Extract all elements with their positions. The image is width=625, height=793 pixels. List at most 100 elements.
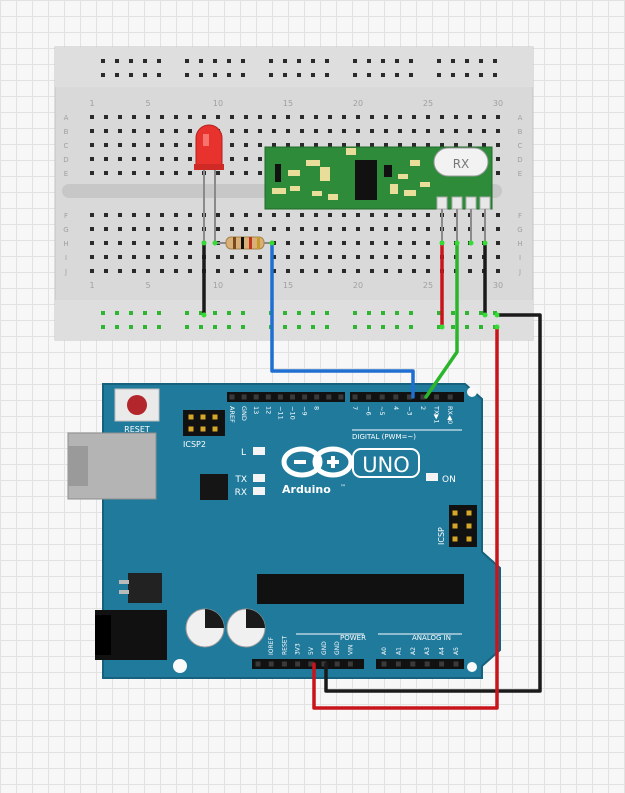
- breadboard-hole: [146, 129, 150, 133]
- breadboard-hole: [90, 171, 94, 175]
- pin-socket[interactable]: [302, 394, 308, 400]
- pin-socket[interactable]: [334, 661, 340, 667]
- breadboard-hole: [272, 255, 276, 259]
- pin-socket[interactable]: [308, 661, 314, 667]
- pin-socket[interactable]: [381, 661, 387, 667]
- breadboard-hole: [160, 269, 164, 273]
- pin-socket[interactable]: [326, 394, 332, 400]
- breadboard-hole: [300, 115, 304, 119]
- pin-socket[interactable]: [424, 661, 430, 667]
- pin-socket[interactable]: [453, 661, 459, 667]
- wire-blue-signal[interactable]: [270, 241, 415, 399]
- pin-socket[interactable]: [253, 394, 259, 400]
- analog-header: [376, 659, 464, 669]
- breadboard-hole: [356, 213, 360, 217]
- pin-socket[interactable]: [434, 394, 440, 400]
- breadboard-hole: [241, 325, 245, 329]
- uno-badge: [352, 448, 420, 478]
- breadboard-hole: [258, 213, 262, 217]
- pin-socket[interactable]: [295, 661, 301, 667]
- breadboard-hole: [342, 227, 346, 231]
- usb-chip: [200, 474, 228, 500]
- breadboard-hole: [188, 129, 192, 133]
- breadboard-hole: [370, 213, 374, 217]
- pin-socket[interactable]: [277, 394, 283, 400]
- icsp-pin: [452, 523, 458, 529]
- breadboard-hole: [384, 255, 388, 259]
- reset-button[interactable]: [114, 388, 160, 422]
- pin-socket[interactable]: [241, 394, 247, 400]
- pin-socket[interactable]: [347, 661, 353, 667]
- breadboard-hole: [132, 115, 136, 119]
- breadboard-hole: [409, 325, 413, 329]
- breadboard-hole: [129, 59, 133, 63]
- pin-socket[interactable]: [229, 394, 235, 400]
- pin-socket[interactable]: [447, 394, 453, 400]
- breadboard-hole: [185, 325, 189, 329]
- breadboard-hole: [174, 269, 178, 273]
- breadboard-hole: [101, 59, 105, 63]
- breadboard-hole: [412, 143, 416, 147]
- pin-socket[interactable]: [439, 661, 445, 667]
- breadboard-hole: [437, 325, 441, 329]
- breadboard-hole: [300, 241, 304, 245]
- breadboard-hole: [286, 213, 290, 217]
- breadboard-hole: [160, 157, 164, 161]
- power-pin-label: 5V: [308, 646, 315, 655]
- pin-socket[interactable]: [395, 661, 401, 667]
- breadboard-hole: [188, 171, 192, 175]
- breadboard-hole: [104, 269, 108, 273]
- breadboard-hole: [244, 157, 248, 161]
- breadboard-hole: [493, 59, 497, 63]
- pin-socket[interactable]: [290, 394, 295, 400]
- breadboard-hole: [300, 213, 304, 217]
- breadboard-hole: [314, 115, 318, 119]
- rf-crystal: [433, 147, 489, 177]
- breadboard-hole: [311, 73, 315, 77]
- breadboard-hole: [244, 255, 248, 259]
- pin-socket[interactable]: [379, 394, 385, 400]
- breadboard-hole: [454, 129, 458, 133]
- pin-socket[interactable]: [255, 661, 261, 667]
- pin-socket[interactable]: [338, 394, 344, 400]
- breadboard-hole: [465, 59, 469, 63]
- column-number: 20: [353, 281, 363, 290]
- breadboard-hole: [300, 129, 304, 133]
- breadboard-hole: [216, 255, 220, 259]
- digital-pin-label: ~10: [289, 406, 297, 420]
- breadboard-hole: [381, 311, 385, 315]
- arduino-logo-icon: [281, 446, 354, 478]
- breadboard-hole: [146, 227, 150, 231]
- breadboard-hole: [409, 311, 413, 315]
- breadboard-hole: [272, 143, 276, 147]
- row-letter: J: [64, 268, 67, 276]
- pin-socket[interactable]: [410, 661, 416, 667]
- breadboard-hole: [118, 241, 122, 245]
- breadboard-hole: [174, 255, 178, 259]
- pin-socket[interactable]: [314, 394, 320, 400]
- breadboard-hole: [482, 143, 486, 147]
- pin-socket[interactable]: [265, 394, 271, 400]
- wire-green-data[interactable]: [424, 241, 459, 399]
- icsp-header: [449, 505, 477, 547]
- pin-socket[interactable]: [352, 394, 358, 400]
- row-letter: B: [518, 128, 523, 136]
- breadboard-hole: [244, 115, 248, 119]
- pin-socket[interactable]: [406, 394, 412, 400]
- pin-socket[interactable]: [393, 394, 399, 400]
- pin-socket[interactable]: [321, 661, 327, 667]
- wire-red-5v-arduino[interactable]: [312, 325, 499, 710]
- icsp-pin: [466, 523, 472, 529]
- breadboard-hole: [143, 325, 147, 329]
- breadboard-hole: [328, 213, 332, 217]
- pin-socket[interactable]: [268, 661, 274, 667]
- breadboard-hole: [395, 325, 399, 329]
- breadboard-hole: [272, 213, 276, 217]
- breadboard-hole: [244, 227, 248, 231]
- digital-pin-label: GND: [240, 406, 248, 421]
- pin-socket[interactable]: [366, 394, 372, 400]
- pin-socket[interactable]: [420, 394, 426, 400]
- wire-black-gnd-arduino[interactable]: [324, 313, 542, 693]
- pin-socket[interactable]: [281, 661, 287, 667]
